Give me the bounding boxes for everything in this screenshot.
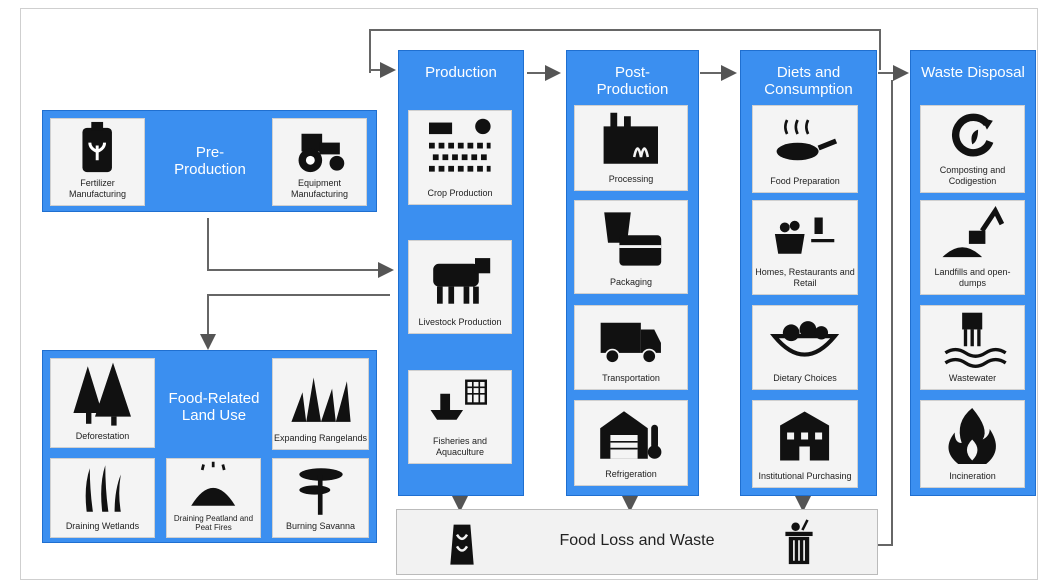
livestock-card: Livestock Production [408,240,512,334]
crop-card: Crop Production [408,110,512,205]
homes-label: Homes, Restaurants and Retail [755,267,855,288]
homes-card: Homes, Restaurants and Retail [752,200,858,295]
food-loss-title: Food Loss and Waste [559,532,715,549]
deforestation-label: Deforestation [75,431,130,441]
recycle-icon [952,113,994,157]
livestock-label: Livestock Production [418,317,502,327]
savanna-tree-icon [298,468,343,515]
pipe-water-icon [944,312,1007,368]
food-prep-label: Food Preparation [770,176,840,186]
food-prep-card: Food Preparation [752,105,858,193]
containers-icon [604,212,662,266]
wastewater-card: Wastewater [920,305,1025,390]
wastewater-label: Wastewater [948,373,997,383]
fertilizer-card: Fertilizer Manufacturing [50,118,145,206]
composting-card: Composting and Codigestion [920,105,1025,193]
transportation-card: Transportation [574,305,688,390]
boat-net-icon [430,379,488,420]
savanna-card: Burning Savanna [272,458,369,538]
trash-bin-icon [785,519,813,565]
food-loss-panel: Food Loss and Waste [396,509,878,575]
composting-label: Composting and Codigestion [939,165,1006,186]
production-title: Production [425,64,497,81]
equipment-label: Equipment Manufacturing [290,178,349,199]
reeds-icon [85,465,122,512]
dietary-label: Dietary Choices [773,373,837,383]
fisheries-card: Fisheries and Aquaculture [408,370,512,464]
rangelands-label: Expanding Rangelands [273,433,368,443]
landfill-card: Landfills and open-dumps [920,200,1025,295]
waste-title: Waste Disposal [921,64,1025,81]
transportation-label: Transportation [602,373,660,383]
dietary-card: Dietary Choices [752,305,858,390]
wetlands-card: Draining Wetlands [50,458,155,538]
diagram-frame [20,8,1038,580]
landfill-label: Landfills and open-dumps [934,267,1011,288]
truck-icon [600,322,662,364]
trees-icon [73,362,132,426]
processing-card: Processing [574,105,688,191]
mound-fire-icon [191,461,236,506]
packaging-card: Packaging [574,200,688,294]
refrigeration-label: Refrigeration [605,469,657,479]
processing-label: Processing [608,174,654,184]
fertilizer-jug-icon [82,121,113,173]
bread-bag-icon [450,524,474,565]
savanna-label: Burning Savanna [285,521,356,531]
incineration-card: Incineration [920,400,1025,488]
fire-icon [948,408,997,464]
basket-tray-icon [775,217,835,254]
pre-production-title: Pre- Production [174,144,246,178]
institutional-card: Institutional Purchasing [752,400,858,488]
wetlands-label: Draining Wetlands [65,521,140,531]
diets-title: Diets and Consumption [764,64,853,98]
land-use-title: Food-Related Land Use [168,390,260,424]
excavator-icon [942,205,1005,258]
incineration-label: Incineration [949,471,996,481]
frying-pan-icon [777,119,838,161]
refrigeration-card: Refrigeration [574,400,688,486]
grass-icon [290,377,351,422]
salad-bowl-icon [770,321,840,357]
institutional-label: Institutional Purchasing [758,471,852,481]
equipment-card: Equipment Manufacturing [272,118,367,206]
post-production-title: Post- Production [596,64,669,98]
crop-label: Crop Production [427,188,493,198]
cold-storage-icon [600,411,662,459]
factory-icon [603,112,659,164]
fertilizer-label: Fertilizer Manufacturing [68,178,127,199]
peatland-card: Draining Peatland and Peat Fires [166,458,261,538]
rangelands-card: Expanding Rangelands [272,358,369,450]
peatland-label: Draining Peatland and Peat Fires [173,514,254,532]
deforestation-card: Deforestation [50,358,155,448]
tractor-icon [298,133,345,173]
building-icon [780,411,830,461]
cow-icon [433,258,491,304]
crops-icon [429,118,491,172]
packaging-label: Packaging [609,277,653,287]
fisheries-label: Fisheries and Aquaculture [432,436,488,457]
